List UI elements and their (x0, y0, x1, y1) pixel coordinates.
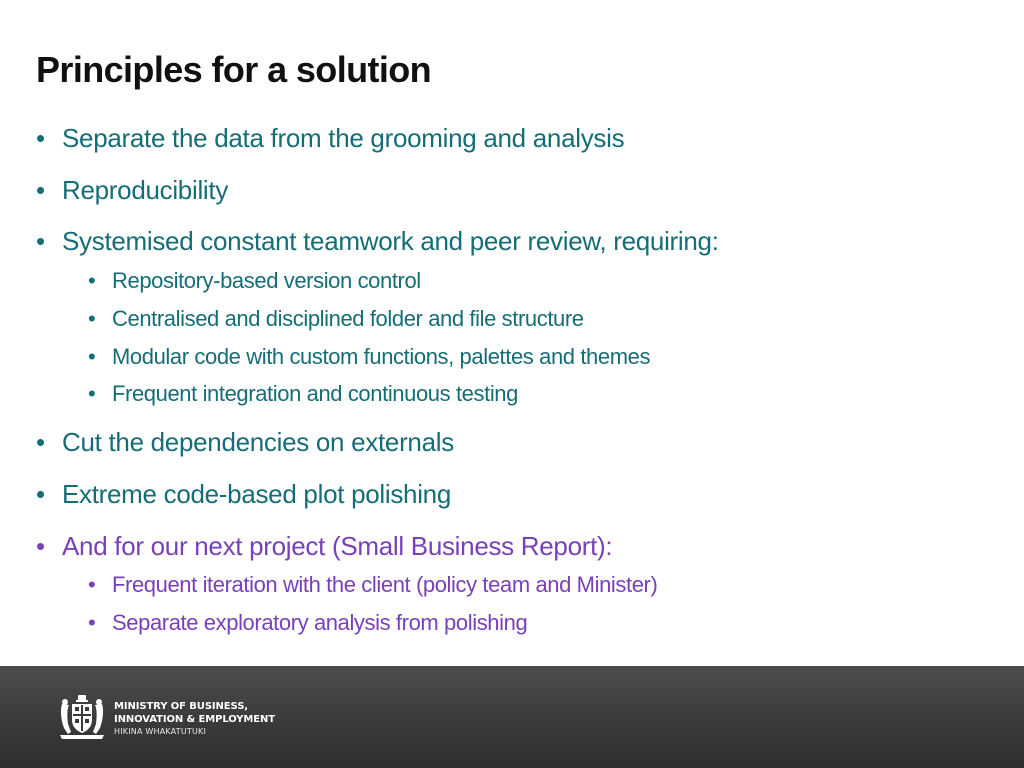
sub-bullet-item: • Frequent iteration with the client (po… (88, 572, 658, 597)
bullet-icon: • (88, 610, 96, 635)
bullet-text: Cut the dependencies on externals (62, 427, 454, 457)
bullet-text: And for our next project (Small Business… (62, 531, 613, 561)
sub-bullet-item: • Modular code with custom functions, pa… (88, 344, 651, 369)
bullet-text: Modular code with custom functions, pale… (112, 344, 651, 369)
bullet-item: • Reproducibility (36, 175, 229, 205)
bullet-text: Repository-based version control (112, 268, 421, 293)
bullet-icon: • (36, 531, 45, 561)
sub-bullet-item: • Repository-based version control (88, 268, 421, 293)
bullet-icon: • (36, 123, 45, 153)
bullet-icon: • (36, 175, 45, 205)
bullet-icon: • (36, 226, 45, 256)
sub-bullet-item: • Centralised and disciplined folder and… (88, 306, 584, 331)
footer-bar: MINISTRY OF BUSINESS, INNOVATION & EMPLO… (0, 666, 1024, 768)
bullet-text: Separate exploratory analysis from polis… (112, 610, 528, 635)
bullet-item: • Extreme code-based plot polishing (36, 479, 451, 509)
sub-bullet-item: • Frequent integration and continuous te… (88, 381, 518, 406)
bullet-text: Separate the data from the grooming and … (62, 123, 625, 153)
coat-of-arms-icon (60, 695, 104, 739)
bullet-icon: • (88, 381, 96, 406)
ministry-logo-text: MINISTRY OF BUSINESS, INNOVATION & EMPLO… (114, 700, 275, 738)
bullet-icon: • (88, 268, 96, 293)
bullet-icon: • (36, 427, 45, 457)
bullet-item: • Systemised constant teamwork and peer … (36, 226, 719, 256)
bullet-item: • And for our next project (Small Busine… (36, 531, 613, 561)
bullet-item: • Cut the dependencies on externals (36, 427, 454, 457)
bullet-text: Frequent iteration with the client (poli… (112, 572, 658, 597)
bullet-icon: • (36, 479, 45, 509)
bullet-text: Systemised constant teamwork and peer re… (62, 226, 719, 256)
slide-title: Principles for a solution (36, 49, 432, 90)
bullet-icon: • (88, 306, 96, 331)
org-name-line2: INNOVATION & EMPLOYMENT (114, 714, 275, 725)
bullet-icon: • (88, 572, 96, 597)
bullet-text: Extreme code-based plot polishing (62, 479, 451, 509)
bullet-text: Reproducibility (62, 175, 229, 205)
bullet-text: Frequent integration and continuous test… (112, 381, 518, 406)
bullet-item: • Separate the data from the grooming an… (36, 123, 625, 153)
org-name-line1: MINISTRY OF BUSINESS, (114, 701, 248, 712)
org-subtitle: HIKINA WHAKATUTUKI (114, 727, 207, 736)
sub-bullet-item: • Separate exploratory analysis from pol… (88, 610, 528, 635)
bullet-icon: • (88, 344, 96, 369)
bullet-text: Centralised and disciplined folder and f… (112, 306, 584, 331)
